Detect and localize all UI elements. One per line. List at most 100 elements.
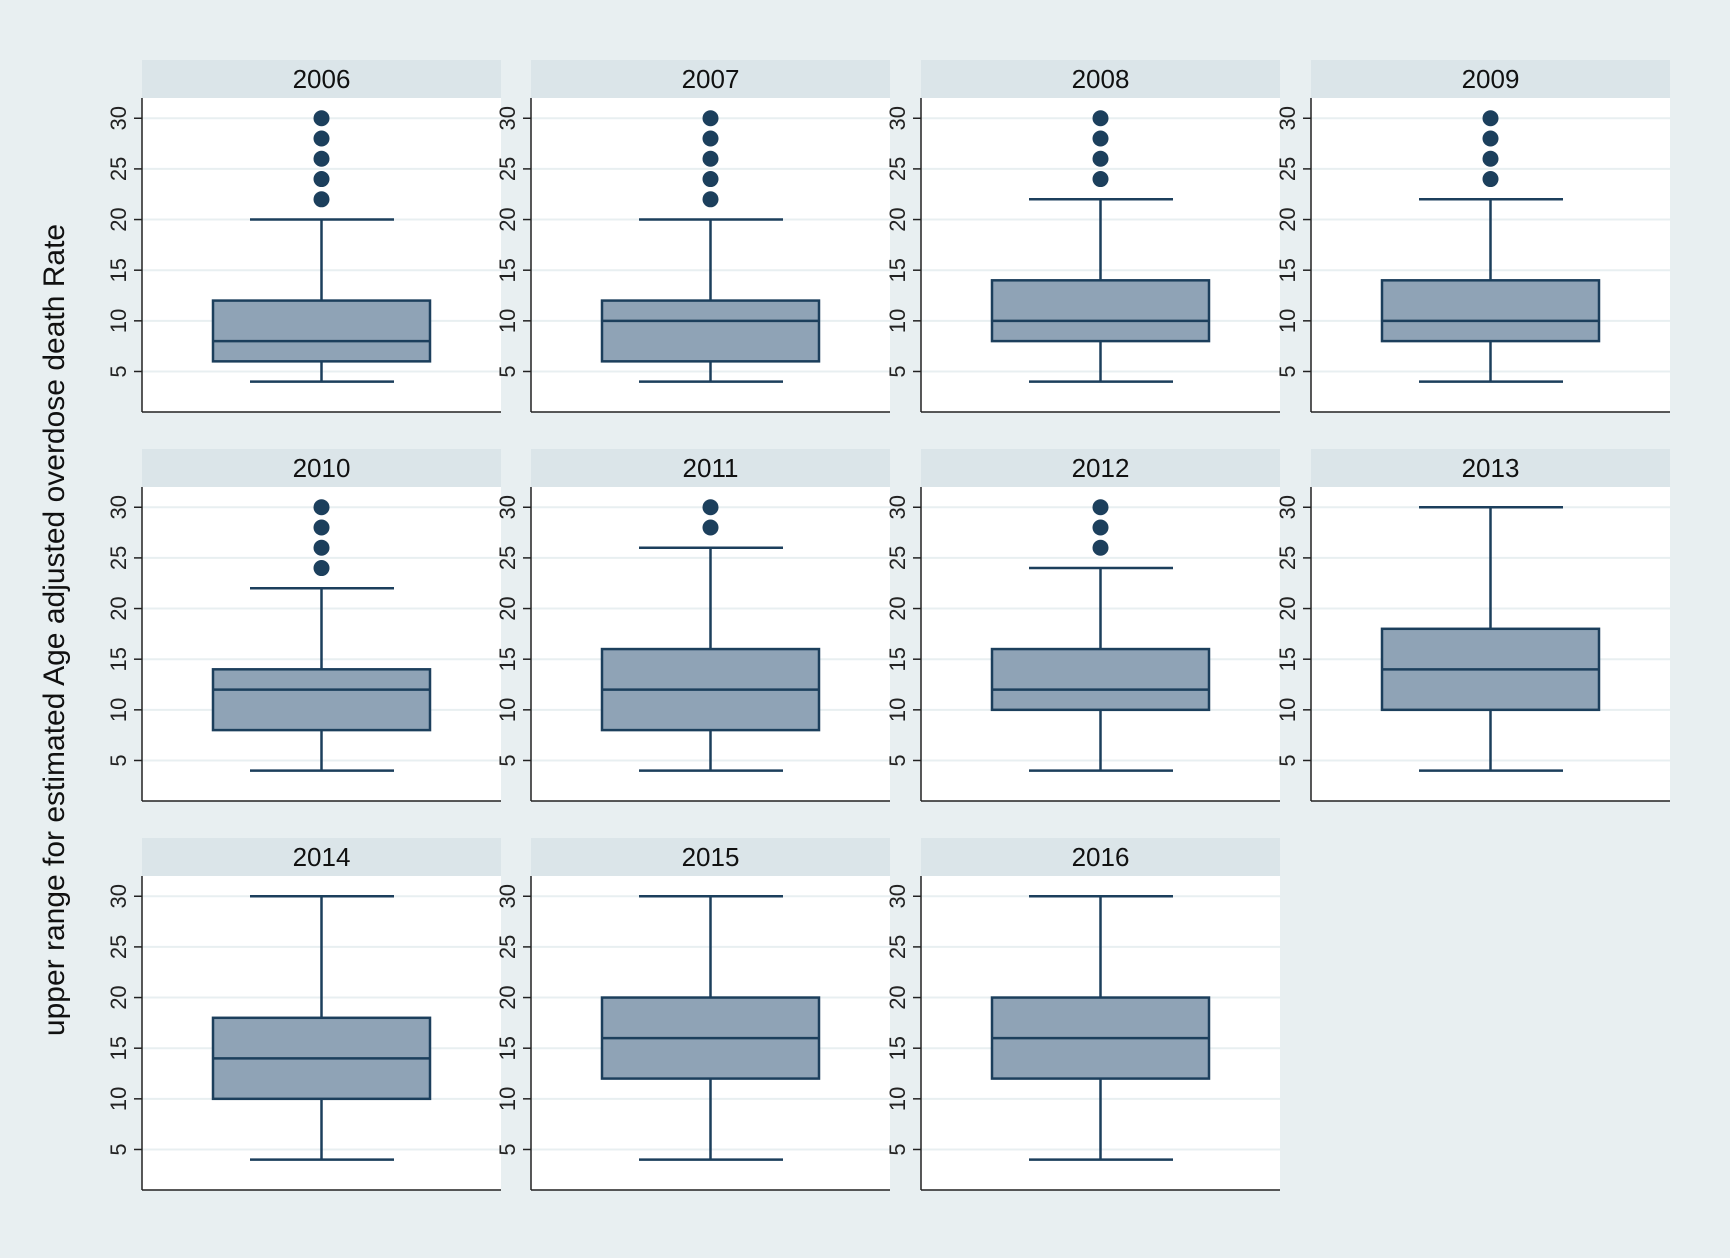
- y-tick-label: 20: [1275, 207, 1300, 231]
- panel-header: [531, 60, 890, 98]
- outlier-point: [702, 499, 719, 516]
- y-tick-label: 20: [106, 596, 131, 620]
- panel-title: 2007: [682, 64, 740, 94]
- outlier-point: [313, 110, 330, 127]
- y-tick-label: 20: [885, 207, 910, 231]
- y-tick-label: 5: [495, 754, 520, 766]
- y-tick-label: 30: [106, 106, 131, 130]
- y-tick-label: 15: [885, 647, 910, 671]
- y-tick-label: 5: [106, 365, 131, 377]
- y-tick-label: 15: [495, 647, 520, 671]
- outlier-point: [1092, 519, 1109, 536]
- y-tick-label: 25: [495, 935, 520, 959]
- y-tick-label: 20: [495, 985, 520, 1009]
- y-tick-label: 30: [1275, 106, 1300, 130]
- panel-header: [921, 449, 1280, 487]
- y-tick-label: 5: [1275, 365, 1300, 377]
- panel-header: [142, 60, 501, 98]
- y-tick-label: 10: [885, 309, 910, 333]
- panel-header: [142, 449, 501, 487]
- outlier-point: [702, 110, 719, 127]
- outlier-point: [702, 191, 719, 208]
- y-tick-label: 30: [106, 495, 131, 519]
- outlier-point: [313, 150, 330, 167]
- y-tick-label: 30: [1275, 495, 1300, 519]
- y-tick-label: 15: [106, 647, 131, 671]
- panel-title: 2015: [682, 842, 740, 872]
- outlier-point: [313, 499, 330, 516]
- y-tick-label: 25: [495, 546, 520, 570]
- y-tick-label: 10: [885, 1087, 910, 1111]
- y-tick-label: 15: [1275, 258, 1300, 282]
- panel-header: [1311, 449, 1670, 487]
- panel-2010: 2010 5 10 15 20 25 30: [106, 449, 501, 802]
- iqr-box: [211, 299, 432, 363]
- y-tick-label: 20: [106, 985, 131, 1009]
- outlier-point: [313, 539, 330, 556]
- y-tick-label: 5: [106, 754, 131, 766]
- panel-title: 2011: [683, 453, 739, 483]
- iqr-box: [990, 279, 1211, 343]
- y-tick-label: 30: [495, 106, 520, 130]
- panel-2011: 2011 5 10 15 20 25 30: [495, 449, 890, 802]
- y-tick-label: 20: [106, 207, 131, 231]
- outlier-point: [1482, 110, 1499, 127]
- panel-header: [1311, 60, 1670, 98]
- outlier-point: [313, 191, 330, 208]
- outlier-point: [1092, 171, 1109, 188]
- y-tick-label: 10: [106, 698, 131, 722]
- y-tick-label: 15: [495, 258, 520, 282]
- outlier-point: [1092, 539, 1109, 556]
- outlier-point: [702, 519, 719, 536]
- y-tick-label: 10: [495, 698, 520, 722]
- panel-header: [531, 838, 890, 876]
- outlier-point: [1482, 130, 1499, 147]
- y-tick-label: 30: [885, 106, 910, 130]
- panel-header: [921, 838, 1280, 876]
- y-tick-label: 20: [885, 596, 910, 620]
- y-tick-label: 25: [106, 935, 131, 959]
- outlier-point: [702, 171, 719, 188]
- y-tick-label: 15: [885, 258, 910, 282]
- panel-title: 2012: [1072, 453, 1130, 483]
- y-tick-label: 30: [495, 495, 520, 519]
- y-tick-label: 10: [1275, 698, 1300, 722]
- panel-title: 2009: [1462, 64, 1520, 94]
- y-tick-label: 25: [106, 157, 131, 181]
- y-tick-label: 5: [885, 365, 910, 377]
- outlier-point: [1482, 171, 1499, 188]
- panel-title: 2010: [293, 453, 351, 483]
- y-tick-label: 30: [106, 884, 131, 908]
- y-tick-label: 5: [885, 754, 910, 766]
- panel-header: [142, 838, 501, 876]
- y-tick-label: 20: [495, 596, 520, 620]
- chart-panels: 2006510152025302007510152025302008510152…: [106, 60, 1670, 1191]
- panel-title: 2014: [293, 842, 351, 872]
- y-tick-label: 25: [1275, 546, 1300, 570]
- y-tick-label: 5: [495, 1143, 520, 1155]
- y-axis-label: upper range for estimated Age adjusted o…: [38, 224, 71, 1036]
- y-tick-label: 20: [885, 985, 910, 1009]
- iqr-box: [600, 299, 821, 363]
- outlier-point: [313, 171, 330, 188]
- outlier-point: [313, 519, 330, 536]
- y-tick-label: 10: [495, 309, 520, 333]
- y-tick-label: 20: [1275, 596, 1300, 620]
- y-tick-label: 15: [106, 1036, 131, 1060]
- panel-title: 2016: [1072, 842, 1130, 872]
- outlier-point: [702, 150, 719, 167]
- y-tick-label: 15: [885, 1036, 910, 1060]
- y-tick-label: 15: [1275, 647, 1300, 671]
- y-tick-label: 10: [495, 1087, 520, 1111]
- iqr-box: [1380, 279, 1601, 343]
- panel-title: 2008: [1072, 64, 1130, 94]
- y-tick-label: 10: [1275, 309, 1300, 333]
- y-tick-label: 25: [495, 157, 520, 181]
- y-tick-label: 25: [106, 546, 131, 570]
